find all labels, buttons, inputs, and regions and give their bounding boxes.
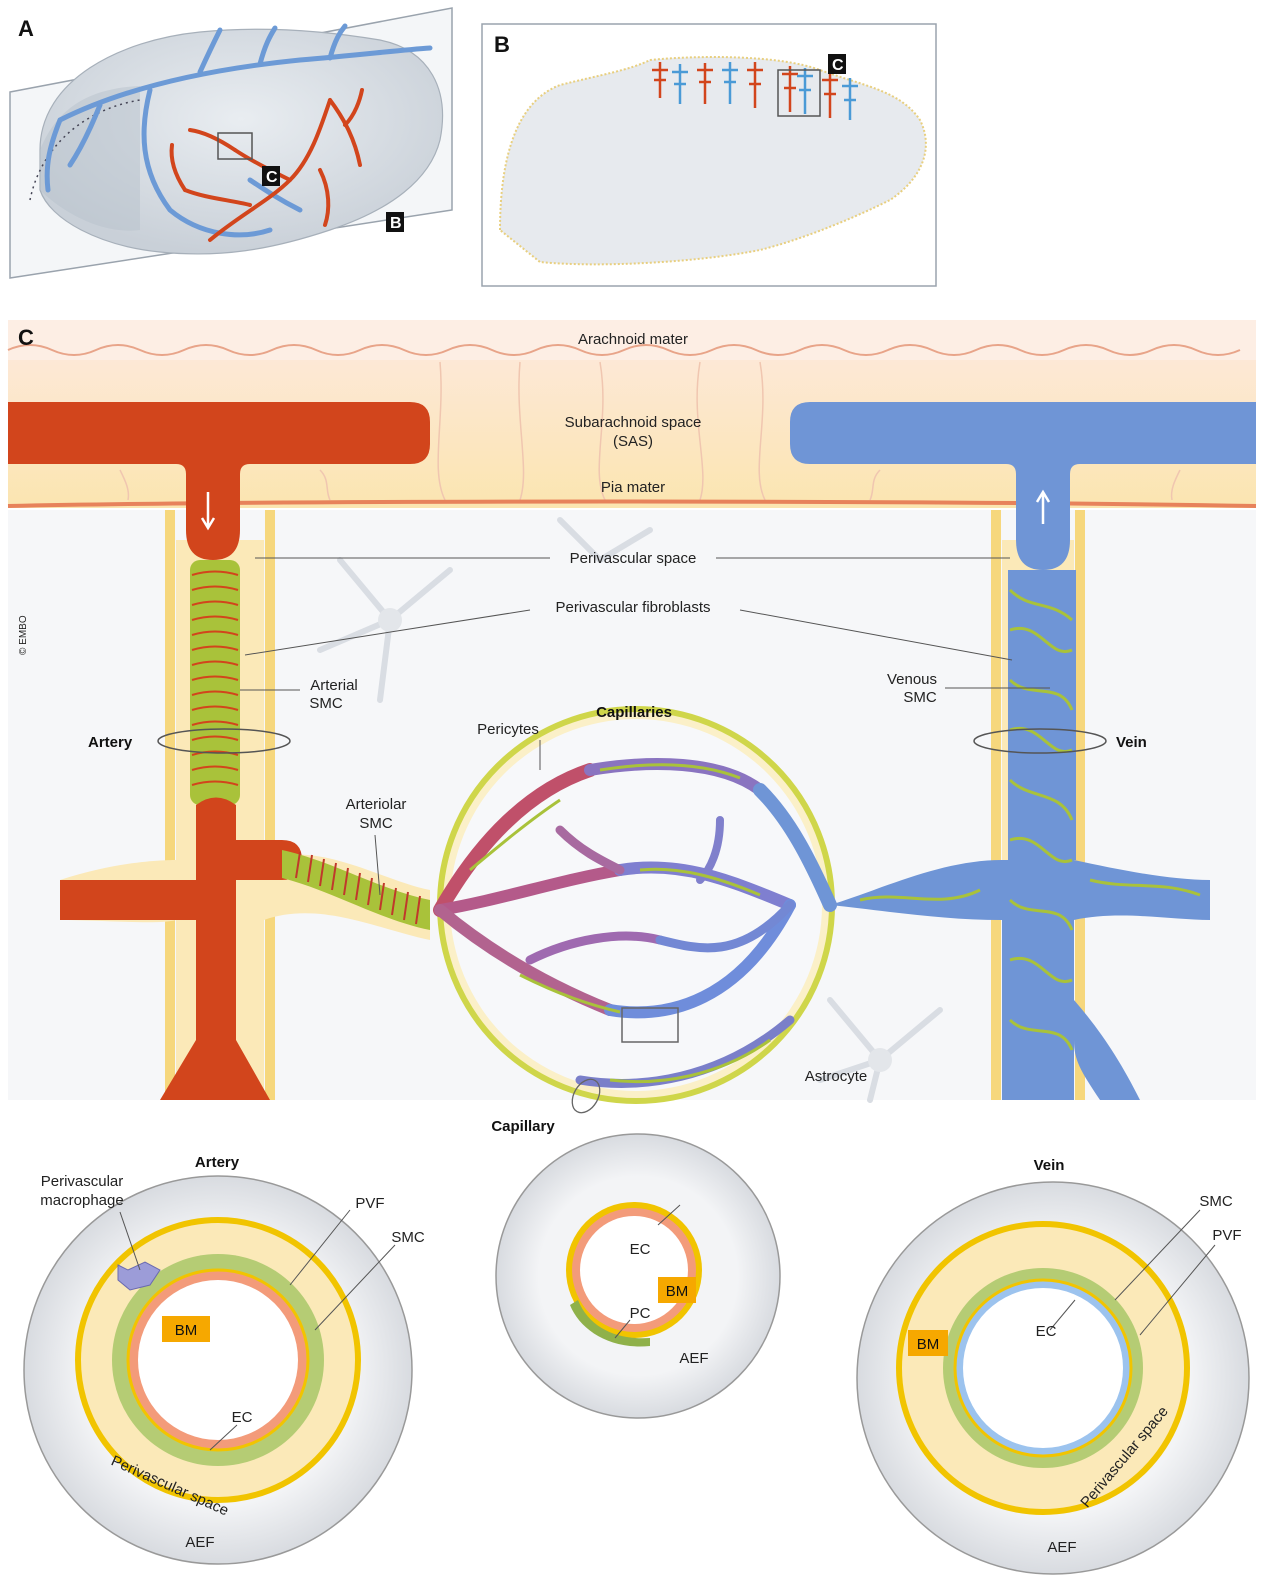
venous-smc-label-1: Venous <box>887 671 937 688</box>
vein-xs-lumen <box>963 1288 1123 1448</box>
astrocyte-body <box>378 608 402 632</box>
artery-xs-title: Artery <box>195 1154 240 1171</box>
arterial-smc-label-1: Arterial <box>310 677 358 694</box>
arterial-smc-label-2: SMC <box>309 695 343 712</box>
callout-c-label-b: C <box>832 57 844 74</box>
vein-label: Vein <box>1116 734 1147 751</box>
astrocyte-body-2 <box>868 1048 892 1072</box>
arteriolar-smc-label-2: SMC <box>359 815 393 832</box>
capillary-label: Capillary <box>491 1118 555 1135</box>
capillary-pc-label: PC <box>630 1305 651 1322</box>
capillary-ec-label: EC <box>630 1241 651 1258</box>
vein-xs-title: Vein <box>1034 1157 1065 1174</box>
venous-smc-label-2: SMC <box>903 689 937 706</box>
copyright: © EMBO <box>18 615 29 655</box>
cross-section-vein <box>857 1182 1249 1574</box>
artery-xs-lumen <box>138 1280 298 1440</box>
artery-smc-label: SMC <box>391 1229 425 1246</box>
capillary-aef-label: AEF <box>679 1350 708 1367</box>
capillary-bm-label: BM <box>666 1283 689 1300</box>
astrocyte-label: Astrocyte <box>805 1068 868 1085</box>
panel-a-brain: C B <box>10 8 452 278</box>
vein-smc-label: SMC <box>1199 1193 1233 1210</box>
artery-label: Artery <box>88 734 133 751</box>
vein-ec-label: EC <box>1036 1323 1057 1340</box>
arteriolar-smc-label-1: Arteriolar <box>346 796 407 813</box>
panel-b-sagittal: C <box>482 24 936 286</box>
cross-section-capillary <box>496 1134 780 1418</box>
vein-bm-label: BM <box>917 1336 940 1353</box>
vein-aef-label: AEF <box>1047 1539 1076 1556</box>
artery-aef-label: AEF <box>185 1534 214 1551</box>
pvs-label: Perivascular space <box>570 550 697 567</box>
arachnoid-label: Arachnoid mater <box>578 331 688 348</box>
panel-a-label: A <box>18 16 34 41</box>
pericytes-label: Pericytes <box>477 721 539 738</box>
artery-bm-label: BM <box>175 1322 198 1339</box>
artery-ec-label: EC <box>232 1409 253 1426</box>
artery-pvf-label: PVF <box>355 1195 384 1212</box>
pvf-label: Perivascular fibroblasts <box>555 599 710 616</box>
macrophage-label-2: macrophage <box>40 1192 123 1209</box>
vein-pvf-label: PVF <box>1212 1227 1241 1244</box>
sas-label-2: (SAS) <box>613 433 653 450</box>
callout-b-label: B <box>390 215 402 232</box>
pia-label: Pia mater <box>601 479 665 496</box>
capillaries-label: Capillaries <box>596 704 672 721</box>
macrophage-label-1: Perivascular <box>41 1173 124 1190</box>
panel-b-label: B <box>494 32 510 57</box>
callout-c-label: C <box>266 169 278 186</box>
panel-c-label: C <box>18 325 34 350</box>
sas-label-1: Subarachnoid space <box>565 414 702 431</box>
